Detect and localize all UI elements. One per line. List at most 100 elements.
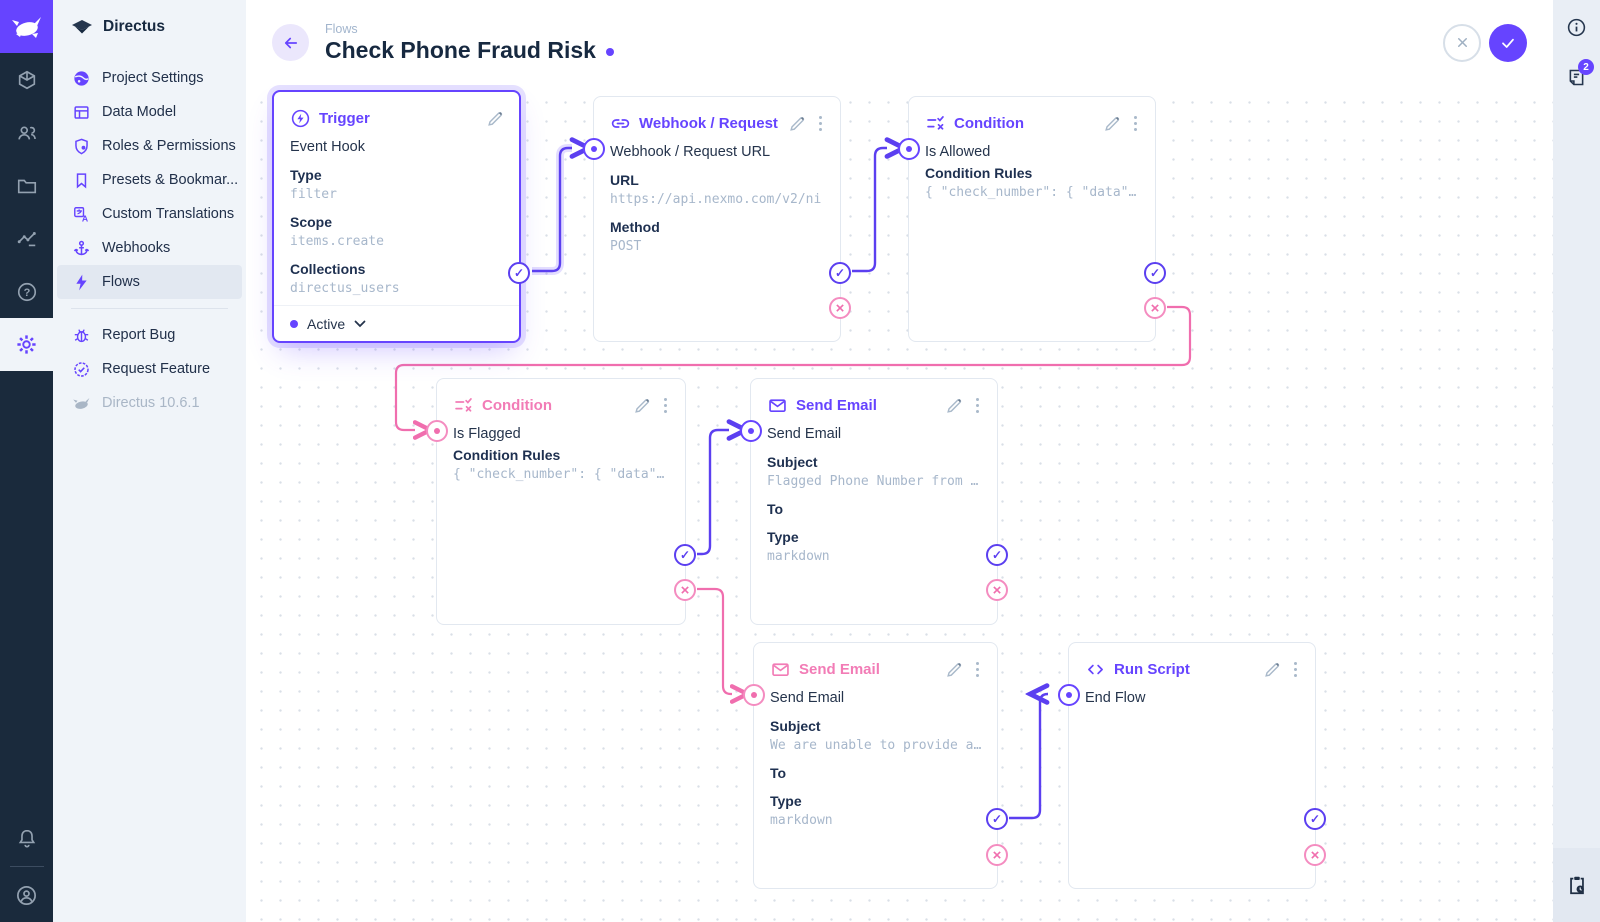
operation-name: Is Flagged — [453, 426, 521, 442]
resolve-connector[interactable]: ✓ — [829, 262, 851, 284]
more-menu-icon[interactable] — [1130, 114, 1141, 133]
edit-pencil-icon[interactable] — [485, 109, 505, 129]
directus-logo-button[interactable] — [0, 0, 53, 53]
sidebar-item-data-model[interactable]: Data Model — [53, 95, 246, 129]
resolve-connector[interactable]: ✓ — [986, 808, 1008, 830]
svg-text:?: ? — [23, 287, 30, 299]
rabbit-gray-icon — [71, 393, 91, 413]
back-button[interactable] — [272, 24, 309, 61]
sidebar-item-label: Data Model — [102, 104, 177, 120]
x-icon — [1457, 38, 1467, 47]
notifications-button[interactable] — [0, 811, 53, 864]
mail-icon — [769, 399, 786, 413]
breadcrumb[interactable]: Flows — [325, 21, 358, 36]
field-label: Method — [610, 219, 660, 235]
input-connector[interactable] — [583, 138, 605, 160]
reject-connector[interactable]: × — [1144, 297, 1166, 319]
sidebar-item-flows[interactable]: Flows — [57, 265, 242, 299]
operation-name: End Flow — [1085, 690, 1146, 706]
field-label: Scope — [290, 214, 333, 230]
edit-pencil-icon[interactable] — [944, 396, 964, 416]
reject-connector[interactable]: × — [986, 579, 1008, 601]
module-content[interactable] — [0, 53, 53, 106]
more-menu-icon[interactable] — [660, 396, 671, 415]
clipboard-clock-icon — [1569, 876, 1584, 895]
module-files[interactable] — [0, 159, 53, 212]
save-button[interactable] — [1489, 23, 1527, 62]
flow-card-send-email-flagged[interactable]: Send Email Send Email Subject Flagged Ph… — [740, 378, 1008, 625]
module-settings[interactable] — [0, 318, 53, 371]
card-title: Webhook / Request URL — [639, 115, 779, 132]
field-label: Condition Rules — [925, 165, 1033, 181]
input-connector[interactable] — [1058, 684, 1080, 706]
flow-card-condition-allowed[interactable]: Condition Is Allowed Condition Rules { "… — [898, 96, 1166, 342]
page-header: Flows Check Phone Fraud Risk — [246, 0, 1553, 85]
resolve-connector[interactable]: ✓ — [508, 262, 530, 284]
sidebar-item-report-bug[interactable]: Report Bug — [53, 318, 246, 352]
sidebar-item-roles-permissions[interactable]: Roles & Permissions — [53, 129, 246, 163]
resolve-connector[interactable]: ✓ — [1144, 262, 1166, 284]
resolve-connector[interactable]: ✓ — [1304, 808, 1326, 830]
activity-log-button[interactable]: 2 — [1553, 52, 1600, 102]
flow-card-webhook[interactable]: Webhook / Request URL Webhook / Request … — [583, 96, 851, 342]
sidebar-item-presets-bookmarks[interactable]: Presets & Bookmar... — [53, 163, 246, 197]
edit-pencil-icon[interactable] — [944, 660, 964, 680]
operation-name: Send Email — [767, 426, 842, 442]
reject-connector[interactable]: × — [674, 579, 696, 601]
flow-logs-button[interactable] — [1553, 848, 1600, 922]
info-button[interactable] — [1553, 2, 1600, 52]
flow-status-toggle[interactable]: Active — [274, 305, 519, 341]
field-label: Condition Rules — [453, 447, 561, 463]
sidebar-item-request-feature[interactable]: Request Feature — [53, 352, 246, 386]
discard-changes-button[interactable] — [1443, 23, 1481, 62]
edit-pencil-icon[interactable] — [1262, 660, 1282, 680]
resolve-connector[interactable]: ✓ — [986, 544, 1008, 566]
module-users[interactable] — [0, 106, 53, 159]
card-title: Condition — [954, 115, 1024, 132]
flow-canvas: Flows Check Phone Fraud Risk — [246, 0, 1553, 922]
more-menu-icon[interactable] — [815, 114, 826, 133]
more-menu-icon[interactable] — [1290, 660, 1301, 679]
module-docs[interactable]: ? — [0, 265, 53, 318]
more-menu-icon[interactable] — [972, 660, 983, 679]
field-value: { "check_number": { "data"… — [453, 467, 665, 482]
link-icon — [611, 119, 630, 128]
input-connector[interactable] — [740, 420, 762, 442]
sidebar-divider — [71, 308, 228, 309]
anchor-icon — [71, 238, 91, 258]
help-question-icon: ? — [17, 282, 36, 301]
input-connector[interactable] — [898, 138, 920, 160]
edit-pencil-icon[interactable] — [1102, 114, 1122, 134]
reject-connector[interactable]: × — [1304, 844, 1326, 866]
flow-card-send-email-unable[interactable]: Send Email Send Email Subject We are una… — [743, 642, 1008, 889]
files-folder-icon — [17, 179, 36, 193]
sidebar-item-custom-translations[interactable]: A Custom Translations — [53, 197, 246, 231]
sidebar-item-label: Webhooks — [102, 240, 171, 256]
arrow-left-icon — [284, 37, 297, 48]
edit-pencil-icon[interactable] — [787, 114, 807, 134]
header-actions — [1443, 23, 1527, 62]
flow-card-run-script[interactable]: Run Script End Flow ✓ × — [1058, 642, 1326, 889]
card-title: Trigger — [319, 110, 370, 127]
operation-name: Webhook / Request URL — [610, 144, 771, 160]
input-connector[interactable] — [743, 684, 765, 706]
bolt-icon — [71, 272, 91, 292]
card-title: Send Email — [799, 661, 880, 678]
field-label: Type — [770, 793, 802, 809]
input-connector[interactable] — [426, 420, 448, 442]
sidebar-item-webhooks[interactable]: Webhooks — [53, 231, 246, 265]
project-header[interactable]: Directus — [53, 0, 246, 53]
account-button[interactable] — [0, 869, 53, 922]
flow-card-trigger[interactable]: Trigger Event Hook Type filter Scope ite… — [272, 90, 530, 343]
sidebar-item-project-settings[interactable]: Project Settings — [53, 61, 246, 95]
more-menu-icon[interactable] — [972, 396, 983, 415]
flow-card-condition-flagged[interactable]: Condition Is Flagged Condition Rules { "… — [426, 378, 696, 625]
field-value: Flagged Phone Number from … — [767, 474, 979, 489]
module-insights[interactable] — [0, 212, 53, 265]
resolve-connector[interactable]: ✓ — [674, 544, 696, 566]
sidebar-item-label: Project Settings — [102, 70, 204, 86]
reject-connector[interactable]: × — [986, 844, 1008, 866]
reject-connector[interactable]: × — [829, 297, 851, 319]
navigation-sidebar: Directus Project Settings Data Model Rol… — [53, 0, 246, 922]
edit-pencil-icon[interactable] — [632, 396, 652, 416]
